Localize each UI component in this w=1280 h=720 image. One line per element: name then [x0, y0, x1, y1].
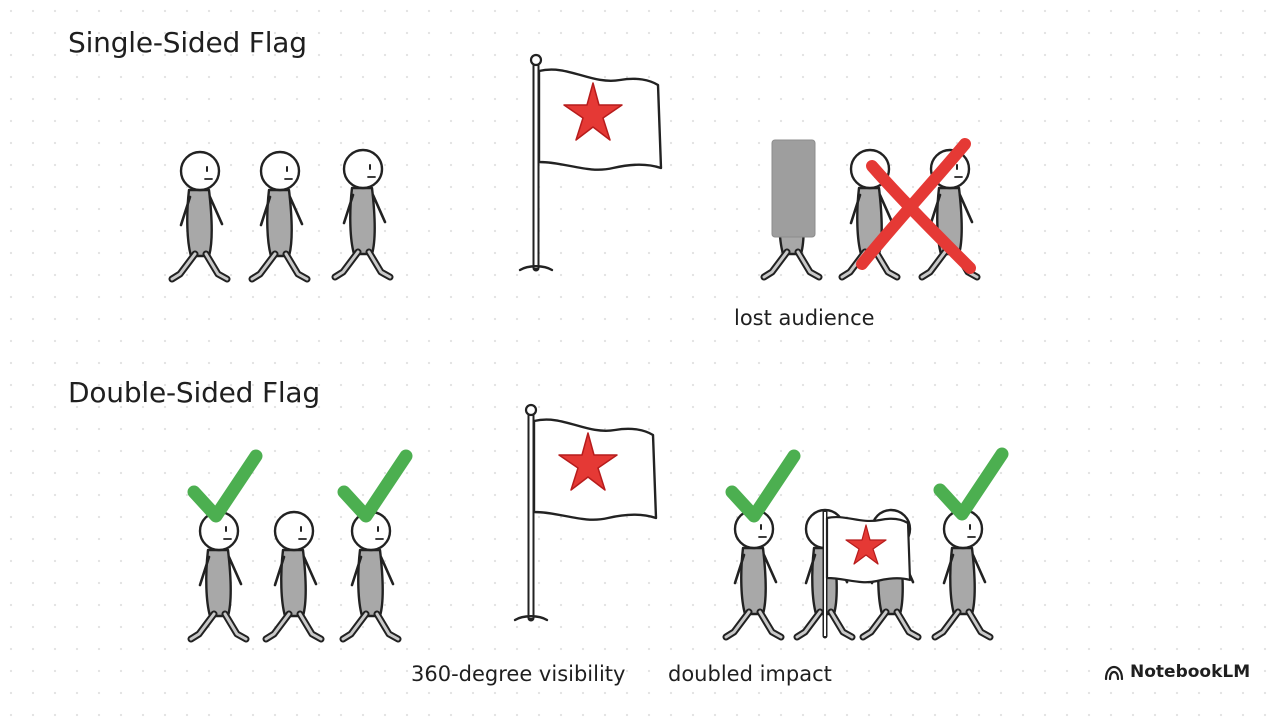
- person-walker: [935, 510, 990, 637]
- person-walker: [335, 150, 390, 277]
- single-sided-heading: Single-Sided Flag: [68, 26, 307, 59]
- person-walker: [252, 152, 307, 279]
- single-sided-flag: [520, 55, 661, 270]
- small-double-flag: [822, 509, 912, 639]
- person-walker: [343, 512, 398, 639]
- notebooklm-logo-icon: [1104, 665, 1124, 680]
- checkmark-icon: [194, 456, 256, 516]
- lost-audience-caption: lost audience: [734, 306, 875, 330]
- person-walker: [172, 152, 227, 279]
- double-sided-heading: Double-Sided Flag: [68, 376, 320, 409]
- checkmark-icon: [940, 454, 1002, 514]
- person-walker: [266, 512, 321, 639]
- notebooklm-brand: NotebookLM: [1104, 662, 1250, 682]
- checkmark-icon: [732, 456, 794, 516]
- double-sided-flag: [515, 405, 656, 620]
- doubled-impact-caption: doubled impact: [668, 662, 832, 686]
- flag-back-blocker: [771, 139, 816, 238]
- visibility-caption: 360-degree visibility: [411, 662, 626, 686]
- red-cross-icon: [856, 138, 976, 274]
- person-walker: [191, 512, 246, 639]
- brand-name: NotebookLM: [1130, 662, 1251, 682]
- person-walker: [726, 510, 781, 637]
- checkmark-icon: [344, 456, 406, 516]
